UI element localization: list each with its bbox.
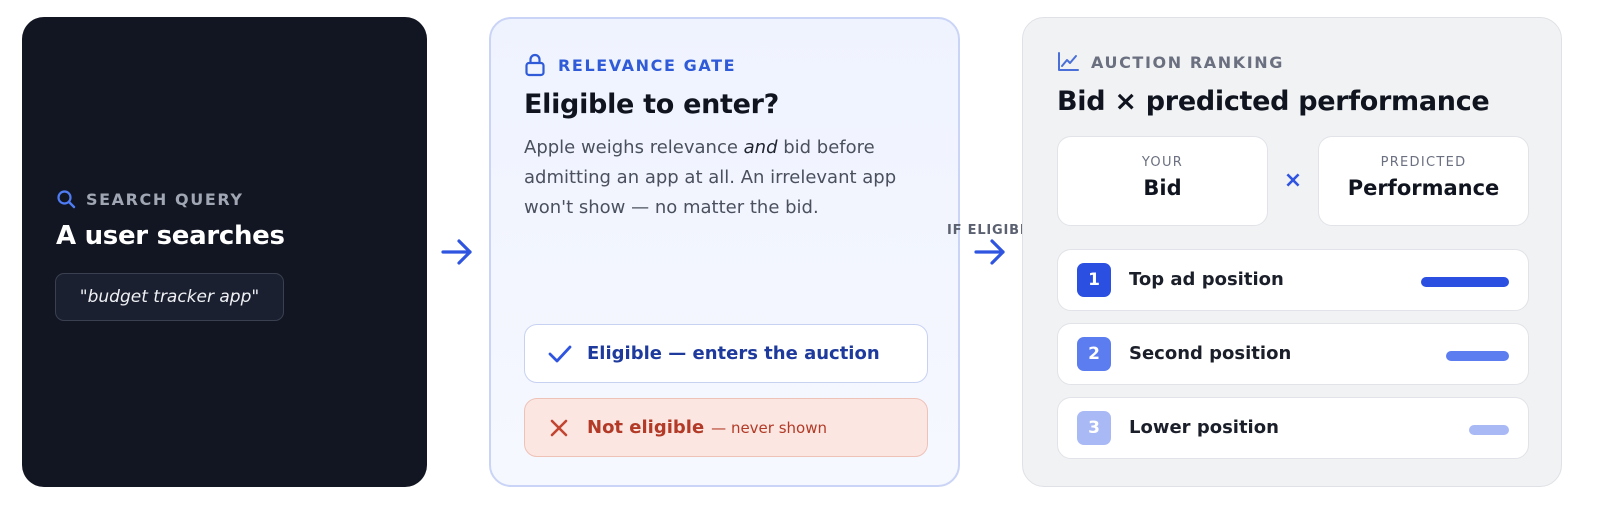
search-query-title: A user searches [56, 221, 285, 251]
not-eligible-outcome: Not eligible — never shown [524, 398, 928, 457]
not-eligible-sublabel: — never shown [711, 418, 827, 437]
position-row: 2 Second position [1057, 323, 1529, 385]
position-rank-badge: 2 [1077, 337, 1111, 371]
search-icon [57, 190, 76, 209]
auction-ranking-header: AUCTION RANKING [1057, 52, 1284, 72]
position-strength-bar [1421, 277, 1509, 287]
relevance-gate-title: Eligible to enter? [524, 89, 780, 120]
multiply-operator: × [1283, 168, 1303, 193]
lock-icon [525, 53, 545, 77]
performance-value: Performance [1347, 176, 1500, 200]
position-rank-badge: 1 [1077, 263, 1111, 297]
position-strength-bar [1469, 425, 1509, 435]
search-query-panel: SEARCH QUERY A user searches "budget tra… [22, 17, 427, 487]
bid-factor-card: YOUR Bid [1057, 136, 1268, 226]
auction-ranking-title: Bid × predicted performance [1057, 86, 1490, 117]
position-rank-badge: 3 [1077, 411, 1111, 445]
search-query-kicker: SEARCH QUERY [86, 189, 244, 209]
eligible-outcome: Eligible — enters the auction [524, 324, 928, 383]
eligible-label: Eligible — enters the auction [587, 343, 880, 364]
search-query-header: SEARCH QUERY [56, 189, 244, 209]
auction-ranking-kicker: AUCTION RANKING [1091, 52, 1285, 72]
if-eligible-label: IF ELIGIBLE [947, 223, 1039, 238]
check-icon [548, 345, 572, 362]
description-emphasis: and [743, 137, 778, 158]
description-text-end: bid before admitting an app at all. An i… [524, 137, 897, 218]
performance-kicker: PREDICTED [1380, 155, 1467, 170]
search-query-pill: "budget tracker app" [55, 273, 284, 321]
relevance-gate-description: Apple weighs relevance and bid before ad… [524, 133, 934, 223]
chart-line-icon [1058, 52, 1079, 71]
close-icon [550, 419, 568, 436]
relevance-gate-panel: RELEVANCE GATE Eligible to enter? Apple … [489, 17, 960, 487]
position-row: 3 Lower position [1057, 397, 1529, 459]
position-strength-bar [1446, 351, 1509, 361]
relevance-gate-header: RELEVANCE GATE [524, 53, 736, 77]
flow-arrow-icon [441, 239, 472, 265]
position-row: 1 Top ad position [1057, 249, 1529, 311]
description-text-start: Apple weighs relevance [524, 137, 744, 158]
bid-kicker: YOUR [1141, 155, 1184, 170]
relevance-gate-kicker: RELEVANCE GATE [558, 55, 737, 75]
position-label: Lower position [1129, 417, 1279, 438]
position-label: Top ad position [1129, 269, 1284, 290]
flow-arrow-icon [974, 239, 1005, 265]
position-label: Second position [1129, 343, 1292, 364]
auction-ranking-panel: AUCTION RANKING Bid × predicted performa… [1022, 17, 1562, 487]
performance-factor-card: PREDICTED Performance [1318, 136, 1529, 226]
not-eligible-label: Not eligible [587, 417, 705, 438]
bid-value: Bid [1143, 176, 1182, 200]
